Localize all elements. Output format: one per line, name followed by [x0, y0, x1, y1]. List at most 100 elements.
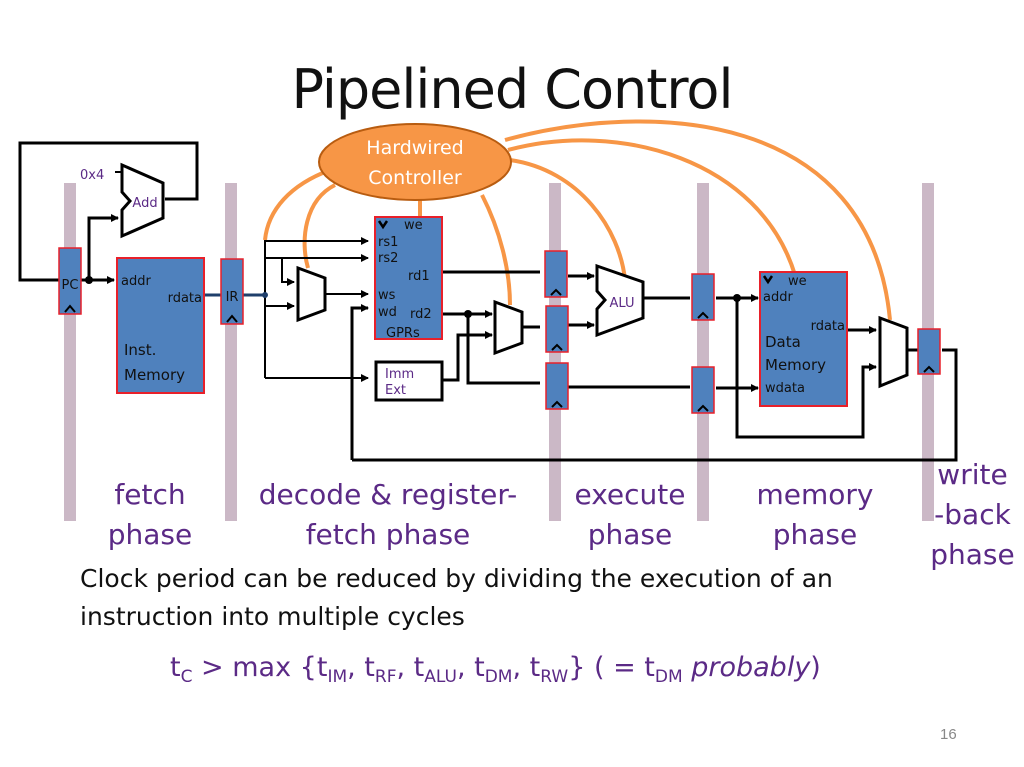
gpr-rd2-label: rd2	[410, 307, 432, 322]
formula-t: t	[529, 652, 541, 683]
pipeline-bar-decode	[225, 183, 237, 521]
phase-fetch-line1: fetch	[114, 478, 186, 511]
write-select-mux	[296, 265, 327, 323]
phase-execute-line1: execute	[574, 478, 686, 511]
wire-addr-bypass	[735, 298, 877, 439]
wire-pc-add	[87, 214, 119, 280]
phase-label-fetch: fetch phase	[95, 475, 205, 555]
wire-writeback	[352, 348, 958, 462]
formula-t: t	[644, 652, 655, 683]
controller-label-2: Controller	[368, 167, 462, 189]
phase-label-writeback: write -back phase	[925, 455, 1020, 575]
controller-label-1: Hardwired	[366, 137, 463, 159]
control-wire	[480, 194, 512, 306]
imem-rdata-label: rdata	[168, 291, 202, 306]
wire-rd2-branch	[466, 314, 540, 385]
page-number: 16	[940, 726, 957, 743]
slide-title: Pipelined Control	[291, 58, 734, 121]
wire-mux1-a	[281, 258, 295, 286]
phase-writeback-line1: write	[937, 458, 1008, 491]
ir-register: IR	[220, 258, 244, 325]
dmem-name-1: Data	[765, 333, 801, 351]
dmem-name-2: Memory	[765, 356, 826, 374]
formula-max: > max {	[192, 652, 317, 683]
ir-label: IR	[226, 290, 239, 305]
pipeline-register	[545, 305, 569, 353]
formula-end: )	[810, 652, 821, 683]
pipeline-register	[544, 250, 568, 298]
phase-writeback-line2: -back	[934, 498, 1011, 531]
imm-label-2: Ext	[385, 383, 406, 398]
phase-fetch-line2: phase	[107, 518, 193, 551]
datapath-wires	[18, 141, 958, 462]
control-wire	[302, 183, 336, 269]
gpr-rd1-label: rd1	[408, 269, 430, 284]
formula-t: t	[413, 652, 425, 683]
wire-wd	[350, 304, 369, 460]
junction-dot	[733, 294, 741, 302]
imm-label-1: Imm	[385, 367, 414, 382]
wire-junctions	[85, 276, 741, 318]
formula-sep: ,	[512, 652, 530, 683]
adder: Add 0x4	[80, 162, 165, 239]
execute-pipeline-registers	[544, 250, 569, 410]
imem-name-1: Inst.	[124, 341, 156, 359]
gpr-we-label: we	[404, 218, 423, 233]
formula-close: } ( =	[568, 652, 645, 683]
wire-imm-out	[442, 331, 493, 382]
adder-label: Add	[132, 196, 157, 211]
alu-operand-mux	[493, 299, 524, 356]
pipeline-register	[691, 273, 715, 321]
writeback-pipeline-register	[917, 328, 941, 375]
pipeline-register	[691, 366, 715, 414]
dmem-rdata-label: rdata	[811, 319, 845, 334]
control-wire	[507, 138, 797, 276]
alu: ALU	[595, 263, 645, 338]
phase-execute-line2: phase	[587, 518, 673, 551]
pc-register: PC	[58, 247, 82, 315]
alu-label: ALU	[609, 296, 634, 311]
formula-sub-dm-2: DM	[654, 667, 683, 687]
formula-sub-rw: RW	[540, 667, 569, 687]
instruction-memory: addr rdata Inst. Memory	[116, 257, 205, 394]
memory-pipeline-registers	[691, 273, 715, 414]
phase-label-memory: memory phase	[745, 475, 885, 555]
register-file: we rs1 rs2 rd1 ws wd rd2 GPRs	[374, 216, 443, 341]
dmem-addr-label: addr	[763, 290, 793, 305]
gpr-ws-label: ws	[378, 288, 396, 303]
phase-writeback-line3: phase	[930, 538, 1015, 571]
formula-sub-dm: DM	[484, 667, 513, 687]
formula-t: t	[316, 652, 328, 683]
formula-sub-alu: ALU	[424, 667, 457, 687]
imem-addr-label: addr	[121, 274, 151, 289]
formula-sep: ,	[456, 652, 475, 683]
imem-name-2: Memory	[124, 366, 185, 384]
immediate-extender: Imm Ext	[374, 360, 444, 402]
bullet-text: Clock period can be reduced by dividing …	[80, 564, 833, 631]
writeback-mux	[878, 315, 909, 389]
hardwired-controller: Hardwired Controller	[318, 123, 512, 201]
formula-t: t	[170, 652, 181, 683]
phase-decode-line1: decode & register-	[258, 478, 518, 511]
timing-formula: tC > max {tIM, tRF, tALU, tDM, tRW} ( = …	[170, 652, 821, 687]
wire-pc-next	[18, 141, 199, 282]
pipeline-register	[545, 362, 569, 410]
junction-dot	[85, 276, 93, 284]
junction-dot	[464, 310, 472, 318]
gpr-wd-label: wd	[378, 305, 397, 320]
phase-memory-line2: phase	[772, 518, 858, 551]
dmem-wdata-label: wdata	[765, 381, 805, 396]
formula-sep: ,	[396, 652, 414, 683]
control-wire	[509, 158, 627, 281]
pipeline-bar-fetch	[64, 183, 76, 521]
dmem-we-label: we	[788, 274, 807, 289]
phase-decode-line2: fetch phase	[305, 518, 471, 551]
gpr-name-label: GPRs	[386, 326, 420, 341]
phase-label-decode: decode & register- fetch phase	[248, 475, 528, 555]
formula-t: t	[364, 652, 375, 683]
gpr-rs2-label: rs2	[378, 251, 398, 266]
formula-sub-c: C	[180, 667, 193, 687]
pc-label: PC	[62, 278, 79, 293]
formula-sub-im: IM	[327, 667, 348, 687]
phase-memory-line1: memory	[756, 478, 874, 511]
